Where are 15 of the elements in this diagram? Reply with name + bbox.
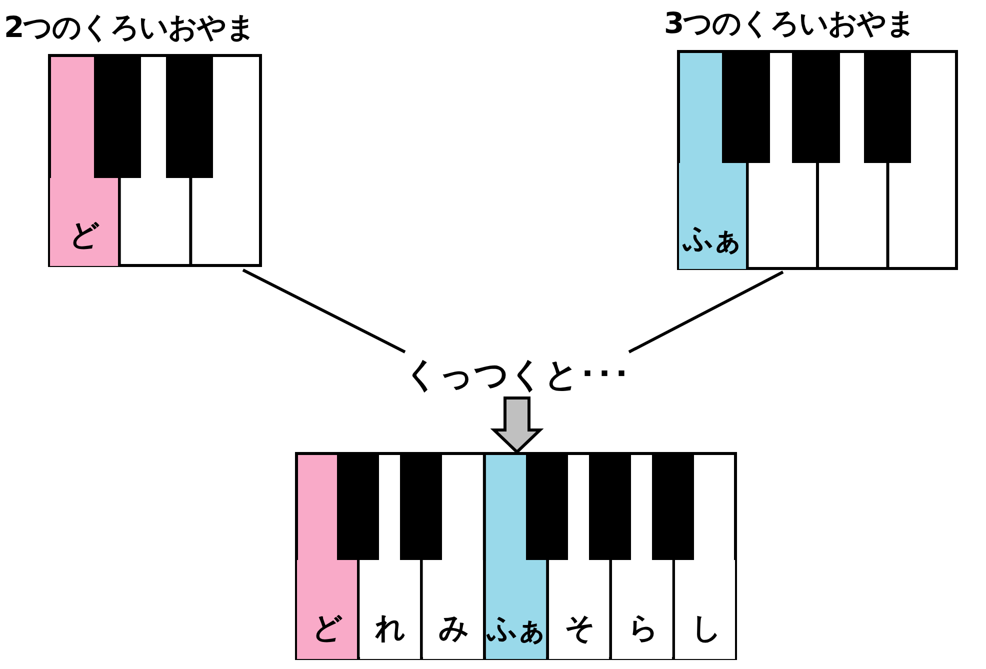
piano-key: ど bbox=[296, 560, 357, 658]
piano-key: ふぁ bbox=[678, 163, 746, 268]
connector-line bbox=[628, 270, 784, 354]
piano-key: ふぁ bbox=[486, 560, 546, 658]
piano-key: そ bbox=[549, 560, 610, 658]
piano-key: れ bbox=[360, 560, 420, 658]
block-arrow bbox=[490, 396, 544, 454]
piano-key: み bbox=[422, 560, 483, 658]
piano-key: ど bbox=[50, 178, 118, 266]
piano-key: し bbox=[675, 560, 736, 658]
keyboard-heading: 2つのくろいおやま bbox=[4, 9, 256, 46]
keyboard-heading: 3つのくろいおやま bbox=[664, 5, 916, 42]
connector-line bbox=[242, 268, 406, 354]
caption-text: くっつくと･･･ bbox=[404, 352, 630, 398]
piano-key: ら bbox=[612, 560, 672, 658]
